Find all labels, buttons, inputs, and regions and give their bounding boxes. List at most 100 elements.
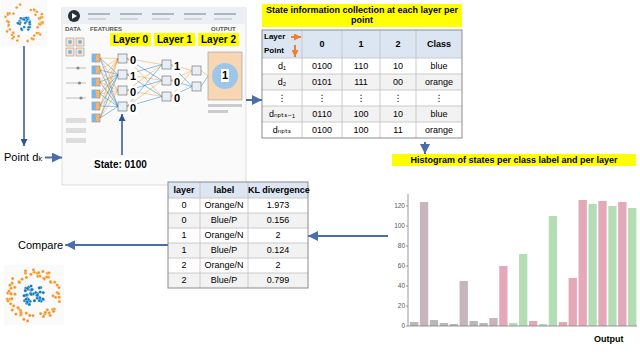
feature-square — [92, 78, 100, 86]
neuron-state-digit: 1 — [173, 60, 181, 73]
orange-point — [34, 13, 37, 16]
orange-point — [41, 22, 44, 25]
blue-point — [27, 26, 30, 29]
histogram-bar — [569, 278, 577, 326]
orange-point — [33, 9, 36, 12]
ui-label: OUTPUT — [211, 26, 236, 33]
orange-point — [8, 28, 11, 31]
orange-point — [26, 40, 29, 43]
data-thumbnail-core — [68, 50, 72, 54]
orange-point — [51, 294, 54, 297]
blue-point — [36, 294, 39, 297]
histogram-bar — [618, 202, 626, 326]
point-direction-arrow — [294, 45, 296, 57]
play-button — [68, 10, 80, 22]
orange-point — [58, 300, 61, 303]
ui-label: DATA — [65, 26, 81, 33]
table-title: State information collection at each lay… — [262, 4, 462, 27]
blue-point — [38, 286, 41, 289]
neuron — [118, 86, 127, 95]
table-rule — [262, 122, 462, 123]
orange-point — [8, 284, 11, 287]
orange-point — [11, 33, 14, 36]
point-name: Point dₖ — [4, 151, 43, 164]
ui-label: FEATURES — [90, 26, 122, 33]
table-cell: ⋮ — [302, 90, 342, 106]
neuron-state-digit: 1 — [221, 69, 229, 82]
table-rule — [168, 198, 308, 199]
chart-title: Histogram of states per class label and … — [392, 154, 636, 166]
table-cell: d₁ — [262, 58, 302, 74]
table-cell: 2 — [248, 258, 308, 273]
state-callout: State: 0100 — [92, 158, 149, 171]
slider-knob — [79, 96, 82, 99]
weight-link — [100, 107, 118, 119]
play-icon — [72, 13, 77, 19]
axis-tick: 60 — [389, 262, 405, 270]
layer-name: Layer 2 — [201, 34, 236, 45]
scatter-ground — [1, 0, 47, 46]
button — [66, 138, 86, 143]
table-rule — [342, 30, 343, 138]
orange-point — [31, 314, 34, 317]
orange-point — [37, 271, 40, 274]
orange-point — [29, 9, 32, 12]
table-cell: 2 — [248, 228, 308, 243]
data-thumbnail-core — [78, 40, 82, 44]
table-cell: dₙₚₜₛ — [262, 122, 302, 138]
orange-point — [41, 21, 44, 24]
axis-tick: 40 — [389, 282, 405, 290]
axis-tick-mark — [406, 266, 408, 267]
feature-square — [92, 90, 100, 98]
orange-point — [36, 10, 39, 13]
flow-arrow — [246, 99, 262, 101]
table-cell: 111 — [342, 74, 380, 90]
histogram-bar — [628, 208, 636, 326]
orange-point — [49, 281, 52, 284]
histogram-bar — [479, 323, 487, 326]
feature-square-half — [92, 66, 96, 74]
table-cell: 0100 — [302, 58, 342, 74]
table-cell: 10 — [380, 106, 416, 122]
data-thumbnail-core — [68, 40, 72, 44]
table-cell: 0.156 — [248, 213, 308, 228]
blue-point — [39, 290, 42, 293]
orange-point — [18, 281, 21, 284]
blue-point — [28, 21, 31, 24]
table-row — [262, 58, 462, 74]
table-cell: Orange/N — [200, 228, 248, 243]
state-table: State information collection at each lay… — [262, 4, 462, 142]
toolbar-field — [152, 18, 170, 20]
orange-point — [45, 275, 48, 278]
table-cell: 2 — [168, 258, 200, 273]
toolbar-field — [88, 18, 106, 20]
feature-square-half — [92, 102, 96, 110]
table-header: KL divergence — [248, 182, 308, 198]
table-cell: 00 — [380, 74, 416, 90]
orange-point — [41, 13, 44, 16]
orange-point — [9, 292, 12, 295]
data-thumbnail — [66, 48, 74, 56]
blue-point — [29, 292, 32, 295]
table-cell: orange — [416, 122, 462, 138]
blue-point — [20, 27, 23, 30]
blue-point — [29, 284, 32, 287]
orange-point — [24, 269, 27, 272]
orange-point — [6, 13, 9, 16]
table-border — [262, 30, 462, 138]
table-cell: blue — [416, 58, 462, 74]
axis-tick-mark — [406, 326, 408, 327]
orange-point — [47, 271, 50, 274]
table-rule — [262, 106, 462, 107]
neuron — [162, 60, 171, 69]
orange-point — [39, 312, 42, 315]
blue-point — [41, 297, 44, 300]
axis-tick: 100 — [389, 222, 405, 230]
neuron-state-digit: 0 — [129, 86, 137, 99]
orange-point — [14, 312, 17, 315]
table-cell: ⋮ — [342, 90, 380, 106]
orange-point — [38, 274, 41, 277]
table-rule — [262, 90, 462, 91]
orange-point — [22, 318, 25, 321]
data-thumbnail — [76, 38, 84, 46]
